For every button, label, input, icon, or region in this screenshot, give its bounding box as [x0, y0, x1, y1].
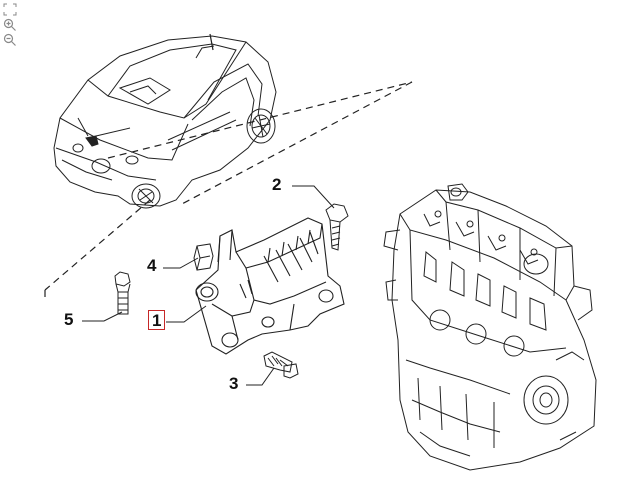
bolt-part-2	[325, 203, 349, 251]
callout-part-3[interactable]: 3	[229, 374, 239, 393]
zoom-in-icon[interactable]	[3, 18, 17, 31]
section-frame-lines	[44, 81, 413, 300]
callout-part-5[interactable]: 5	[64, 310, 74, 329]
callout-leader-lines	[82, 185, 335, 386]
engine-illustration	[383, 183, 597, 471]
car-illustration	[53, 33, 277, 209]
callout-part-1[interactable]: 1	[148, 310, 166, 330]
bolt-part-3	[263, 351, 299, 379]
nut-part-4	[193, 243, 214, 271]
zoom-out-icon[interactable]	[3, 33, 17, 46]
callout-part-2[interactable]: 2	[272, 175, 282, 194]
fit-screen-icon[interactable]	[3, 3, 17, 16]
bolt-part-5	[114, 271, 131, 315]
engine-mount-bracket	[195, 217, 345, 355]
callout-part-4[interactable]: 4	[147, 256, 157, 275]
